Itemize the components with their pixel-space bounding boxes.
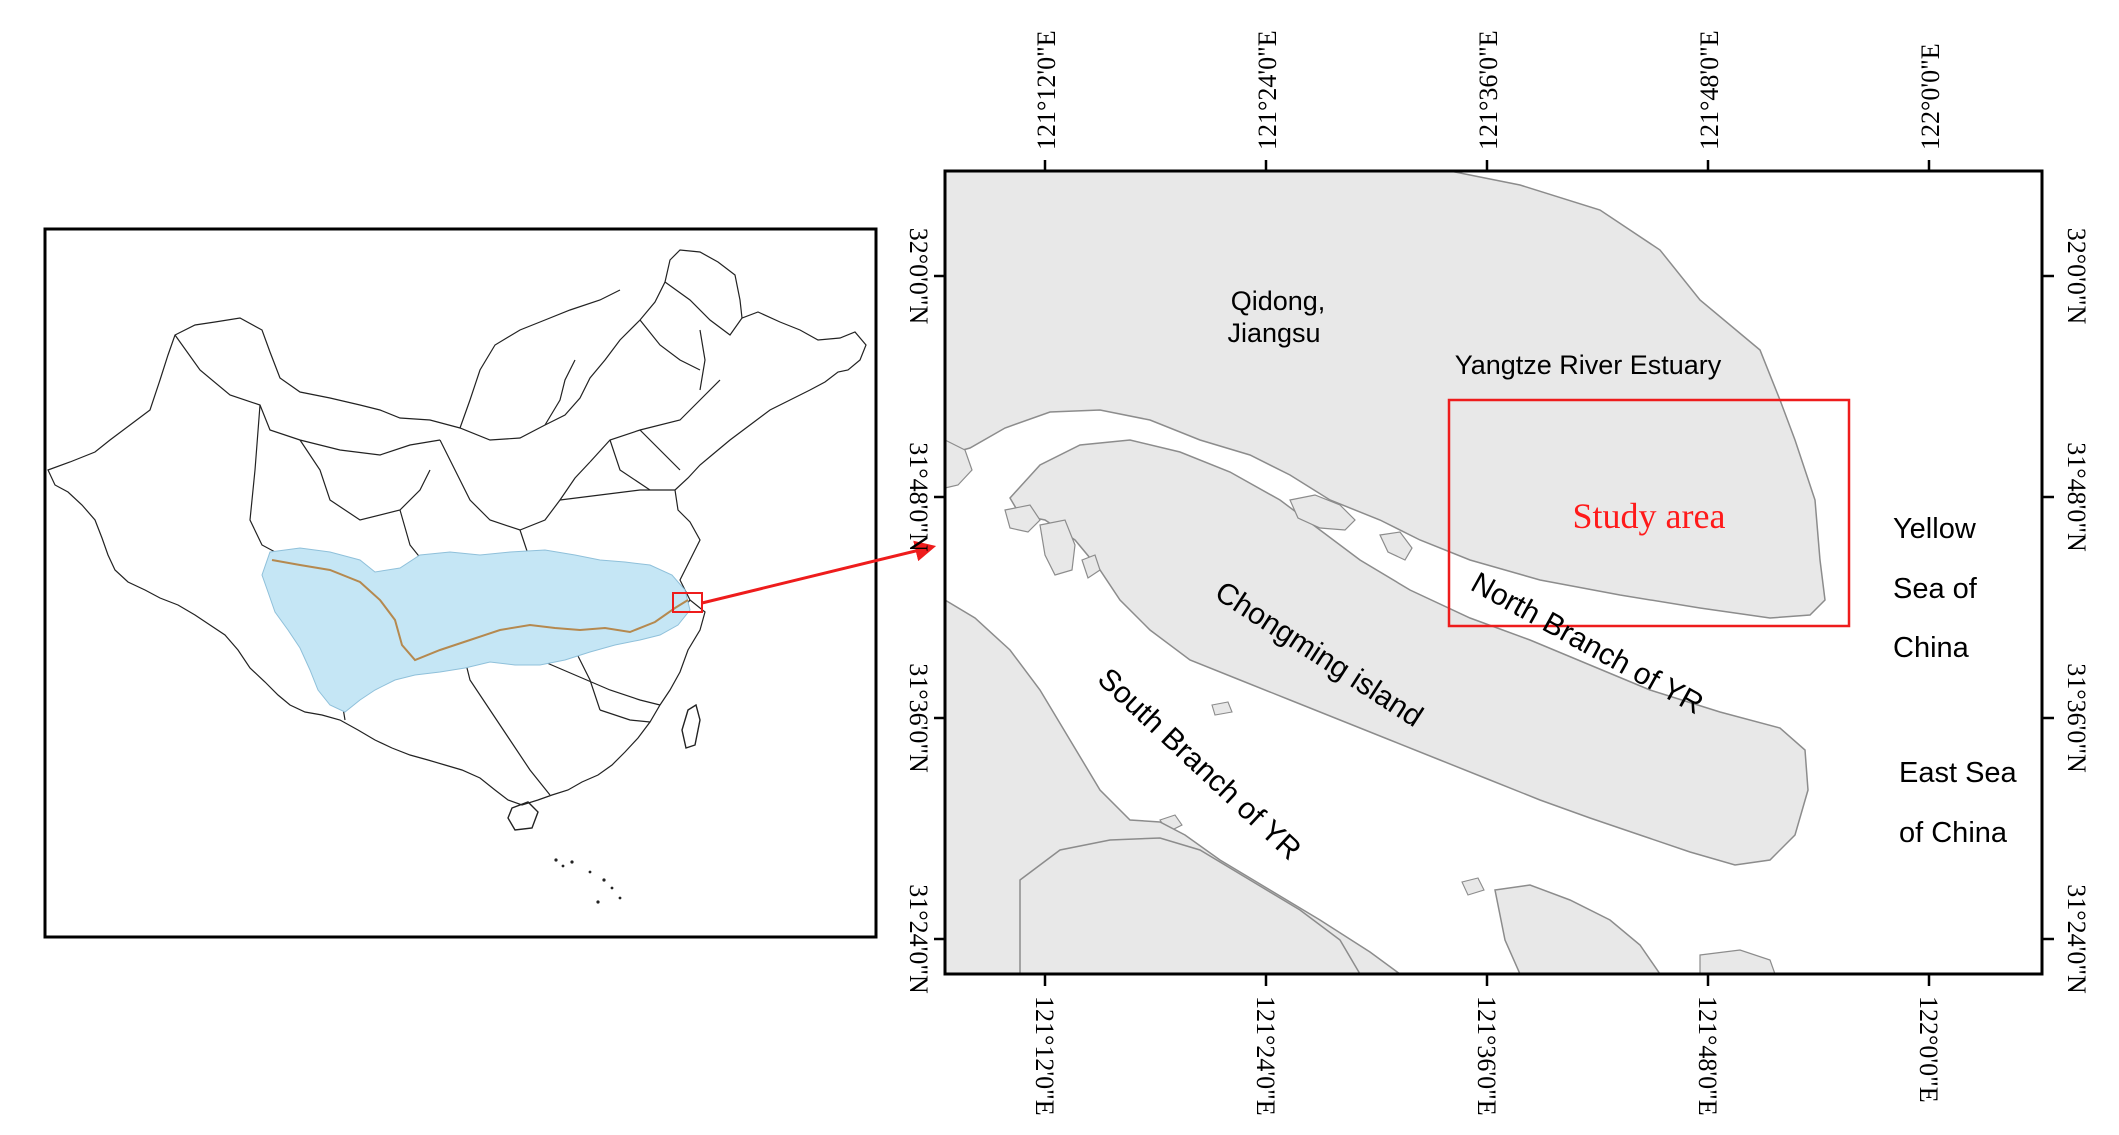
lon-label-bottom-4: 121°48'0"E bbox=[1693, 996, 1722, 1116]
east-sea-label-1: East Sea bbox=[1899, 757, 2018, 789]
hainan-outline bbox=[507, 801, 539, 831]
qidong-label-line1: Qidong, bbox=[1231, 286, 1326, 316]
lat-label-right-3: 31°36'0"N bbox=[2062, 663, 2091, 773]
yellow-sea-label-3: China bbox=[1893, 632, 1970, 664]
lat-label-left-2: 31°48'0"N bbox=[904, 442, 933, 552]
lat-label-left-4: 31°24'0"N bbox=[904, 884, 933, 994]
lon-label-top-3: 121°36'0"E bbox=[1474, 30, 1503, 150]
tick-marks bbox=[934, 160, 2054, 986]
islet-north-1 bbox=[1289, 494, 1356, 531]
yellow-sea-label-1: Yellow bbox=[1893, 513, 1977, 545]
changxing-island bbox=[1494, 884, 1661, 974]
south-china-sea-islands bbox=[554, 858, 622, 904]
lon-label-bottom-1: 121°12'0"E bbox=[1030, 996, 1059, 1116]
islet-west-2 bbox=[1039, 519, 1076, 576]
lat-label-right-4: 31°24'0"N bbox=[2062, 884, 2091, 994]
detail-map-frame bbox=[943, 169, 2044, 976]
islet-west-3 bbox=[1081, 554, 1101, 579]
estuary-label: Yangtze River Estuary bbox=[1455, 350, 1722, 380]
lon-label-top-1: 121°12'0"E bbox=[1032, 30, 1061, 150]
lat-label-left-3: 31°36'0"N bbox=[904, 663, 933, 773]
islet-west-1 bbox=[1004, 504, 1041, 533]
lon-label-top-2: 121°24'0"E bbox=[1253, 30, 1282, 150]
islet-south-1 bbox=[1211, 701, 1233, 716]
lon-label-bottom-3: 121°36'0"E bbox=[1472, 996, 1501, 1116]
shanghai-mainland-mid bbox=[1019, 837, 1361, 974]
overview-map bbox=[43, 227, 878, 939]
east-sea-label-2: of China bbox=[1899, 817, 2008, 849]
detail-map: 121°12'0"E 121°24'0"E 121°36'0"E 121°48'… bbox=[904, 30, 2091, 1115]
qidong-label-line2: Jiangsu bbox=[1227, 318, 1320, 348]
study-area-label: Study area bbox=[1573, 496, 1726, 536]
lon-label-top-4: 121°48'0"E bbox=[1695, 30, 1724, 150]
inset-arrow bbox=[701, 540, 937, 605]
lat-label-right-2: 31°48'0"N bbox=[2062, 442, 2091, 552]
islet-north-2 bbox=[1379, 531, 1413, 561]
lat-label-right-1: 32°0'0"N bbox=[2062, 228, 2091, 325]
yellow-sea-label-2: Sea of bbox=[1893, 573, 1978, 605]
hengsha-island bbox=[1699, 949, 1776, 974]
chongming-island bbox=[1009, 439, 1809, 866]
taiwan-outline bbox=[681, 703, 701, 749]
lon-label-bottom-5: 122°0'0"E bbox=[1914, 996, 1943, 1103]
yangtze-river-line bbox=[271, 559, 689, 662]
lon-label-bottom-2: 121°24'0"E bbox=[1251, 996, 1280, 1116]
qidong-landmass bbox=[945, 171, 1826, 619]
islet-south-3 bbox=[1461, 877, 1485, 896]
study-area-box bbox=[1447, 398, 1851, 628]
lat-label-left-1: 32°0'0"N bbox=[904, 228, 933, 325]
lon-label-top-5: 122°0'0"E bbox=[1916, 43, 1945, 150]
islet-west-edge bbox=[945, 439, 973, 489]
